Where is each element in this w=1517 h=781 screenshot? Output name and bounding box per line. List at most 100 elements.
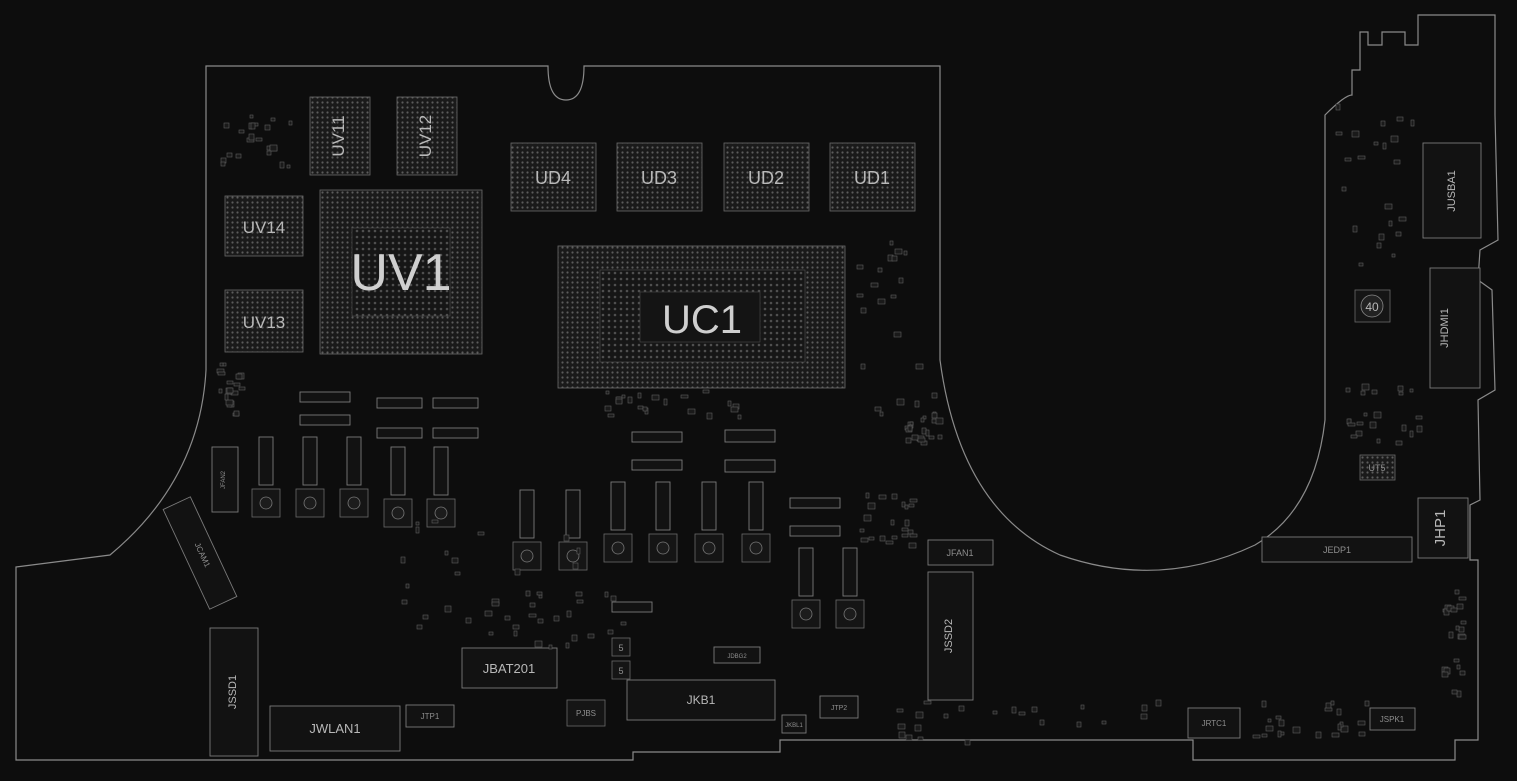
smd-part xyxy=(217,371,226,376)
smd-part xyxy=(1011,706,1017,714)
smd-part xyxy=(631,431,683,443)
connector-jedp1[interactable]: JEDP1 xyxy=(1261,536,1413,563)
smd-part xyxy=(1358,731,1366,737)
smd-part xyxy=(238,129,245,134)
cpu-chip-uc1[interactable]: UC1 xyxy=(557,245,846,389)
connector-jwlan1[interactable]: JWLAN1 xyxy=(269,705,401,752)
smd-part xyxy=(637,405,644,410)
smd-part xyxy=(1460,620,1467,625)
smd-part xyxy=(737,414,742,420)
vram-chip-uv12[interactable]: UV12 xyxy=(396,96,458,176)
smd-part xyxy=(538,594,543,599)
svg-text:5: 5 xyxy=(618,643,623,653)
smd-part xyxy=(1371,389,1378,395)
smd-part xyxy=(1396,116,1404,122)
smd-part xyxy=(663,398,668,406)
connector-jssd1[interactable]: JSSD1 xyxy=(209,627,259,757)
connector-jssd2[interactable]: JSSD2 xyxy=(927,571,974,701)
vram-chip-uv11[interactable]: UV11 xyxy=(309,96,371,176)
jhdmi1-label: JHDMI1 xyxy=(1439,308,1451,348)
smd-part xyxy=(909,421,914,426)
smd-part xyxy=(1398,391,1404,396)
memory-chip-ud3[interactable]: UD3 xyxy=(616,142,703,212)
smd-part xyxy=(917,437,926,443)
smd-part xyxy=(1337,723,1342,731)
smd-part xyxy=(1373,141,1379,146)
smd-part xyxy=(687,408,696,415)
connector-jhdmi1[interactable]: JHDMI1 xyxy=(1429,267,1481,389)
smd-part xyxy=(903,250,908,256)
smd-part xyxy=(220,161,226,167)
smd-part xyxy=(1018,711,1026,716)
uv12-label: UV12 xyxy=(416,115,435,158)
connector-jrtc1[interactable]: JRTC1 xyxy=(1187,707,1241,739)
smd-part xyxy=(288,120,293,126)
smd-part xyxy=(856,264,864,270)
smd-part xyxy=(877,267,883,273)
jtp1-label: JTP1 xyxy=(421,712,440,721)
connector-jfan1[interactable]: JFAN1 xyxy=(927,539,994,566)
smd-part xyxy=(226,387,234,394)
smd-part xyxy=(534,640,543,648)
smd-part xyxy=(860,537,869,543)
gpu-chip-uv1[interactable]: UV1 xyxy=(319,189,483,355)
smd-part xyxy=(915,363,924,370)
smd-part xyxy=(1390,135,1399,143)
connector-jbat201[interactable]: JBAT201 xyxy=(461,647,558,689)
connector-jkbl1[interactable]: JKBL1 xyxy=(781,714,807,734)
memory-chip-ud2[interactable]: UD2 xyxy=(723,142,810,212)
smd-part xyxy=(376,427,423,439)
smd-part xyxy=(1357,155,1366,160)
connector-jfan2[interactable]: JFAN2 xyxy=(211,446,239,513)
smd-part xyxy=(874,406,882,412)
smd-part xyxy=(563,534,570,542)
smd-part xyxy=(865,492,870,499)
passive-components xyxy=(216,103,1467,746)
smd-part xyxy=(1456,690,1462,698)
smd-part xyxy=(1292,726,1301,734)
connector-jdbg2[interactable]: JDBG2 xyxy=(713,646,761,664)
connector-jtp1[interactable]: JTP1 xyxy=(405,704,455,728)
smd-part xyxy=(603,533,633,563)
smd-part xyxy=(572,562,579,570)
connector-jhp1[interactable]: JHP1 xyxy=(1417,497,1469,559)
smd-part xyxy=(1361,383,1370,391)
smd-part xyxy=(299,391,351,403)
jkbl1-label: JKBL1 xyxy=(785,723,803,729)
jssd2-label: JSSD2 xyxy=(943,619,955,653)
vram-chip-uv14[interactable]: UV14 xyxy=(224,195,304,257)
smd-part xyxy=(1415,415,1423,420)
chip-marker-40[interactable]: 40 xyxy=(1354,289,1391,323)
smd-part xyxy=(1347,422,1356,427)
connector-jkb1[interactable]: JKB1 xyxy=(626,679,776,721)
jdbg2-label: JDBG2 xyxy=(727,654,747,660)
connector-jusba1[interactable]: JUSBA1 xyxy=(1422,142,1482,239)
smd-part xyxy=(454,571,461,576)
smd-part xyxy=(701,481,717,531)
smd-part xyxy=(898,731,906,739)
memory-chip-ud1[interactable]: UD1 xyxy=(829,142,916,212)
smd-part xyxy=(958,705,965,712)
smd-part xyxy=(553,615,560,622)
smd-part xyxy=(621,394,626,399)
connector-jtp2[interactable]: JTP2 xyxy=(819,695,859,719)
smd-part xyxy=(1155,699,1162,707)
smd-part xyxy=(706,412,713,420)
smd-part xyxy=(528,613,537,618)
jspk1-label: JSPK1 xyxy=(1380,715,1405,724)
smd-part xyxy=(432,397,479,409)
vram-chip-uv13[interactable]: UV13 xyxy=(224,289,304,353)
smd-part xyxy=(519,489,535,539)
connector-jspk1[interactable]: JSPK1 xyxy=(1369,707,1416,731)
smd-part xyxy=(1278,719,1285,727)
smd-part xyxy=(651,394,660,401)
connector-jcam1[interactable]: JCAM1 xyxy=(162,496,238,610)
smd-part xyxy=(571,634,578,642)
component-pjbs[interactable]: PJBS xyxy=(566,699,606,727)
smd-part xyxy=(928,435,935,440)
smd-part xyxy=(1409,388,1414,393)
smd-part xyxy=(1355,430,1363,437)
memory-chip-ud4[interactable]: UD4 xyxy=(510,142,597,212)
chip-ut5[interactable]: UT5 xyxy=(1359,454,1396,481)
smd-part xyxy=(901,527,909,532)
